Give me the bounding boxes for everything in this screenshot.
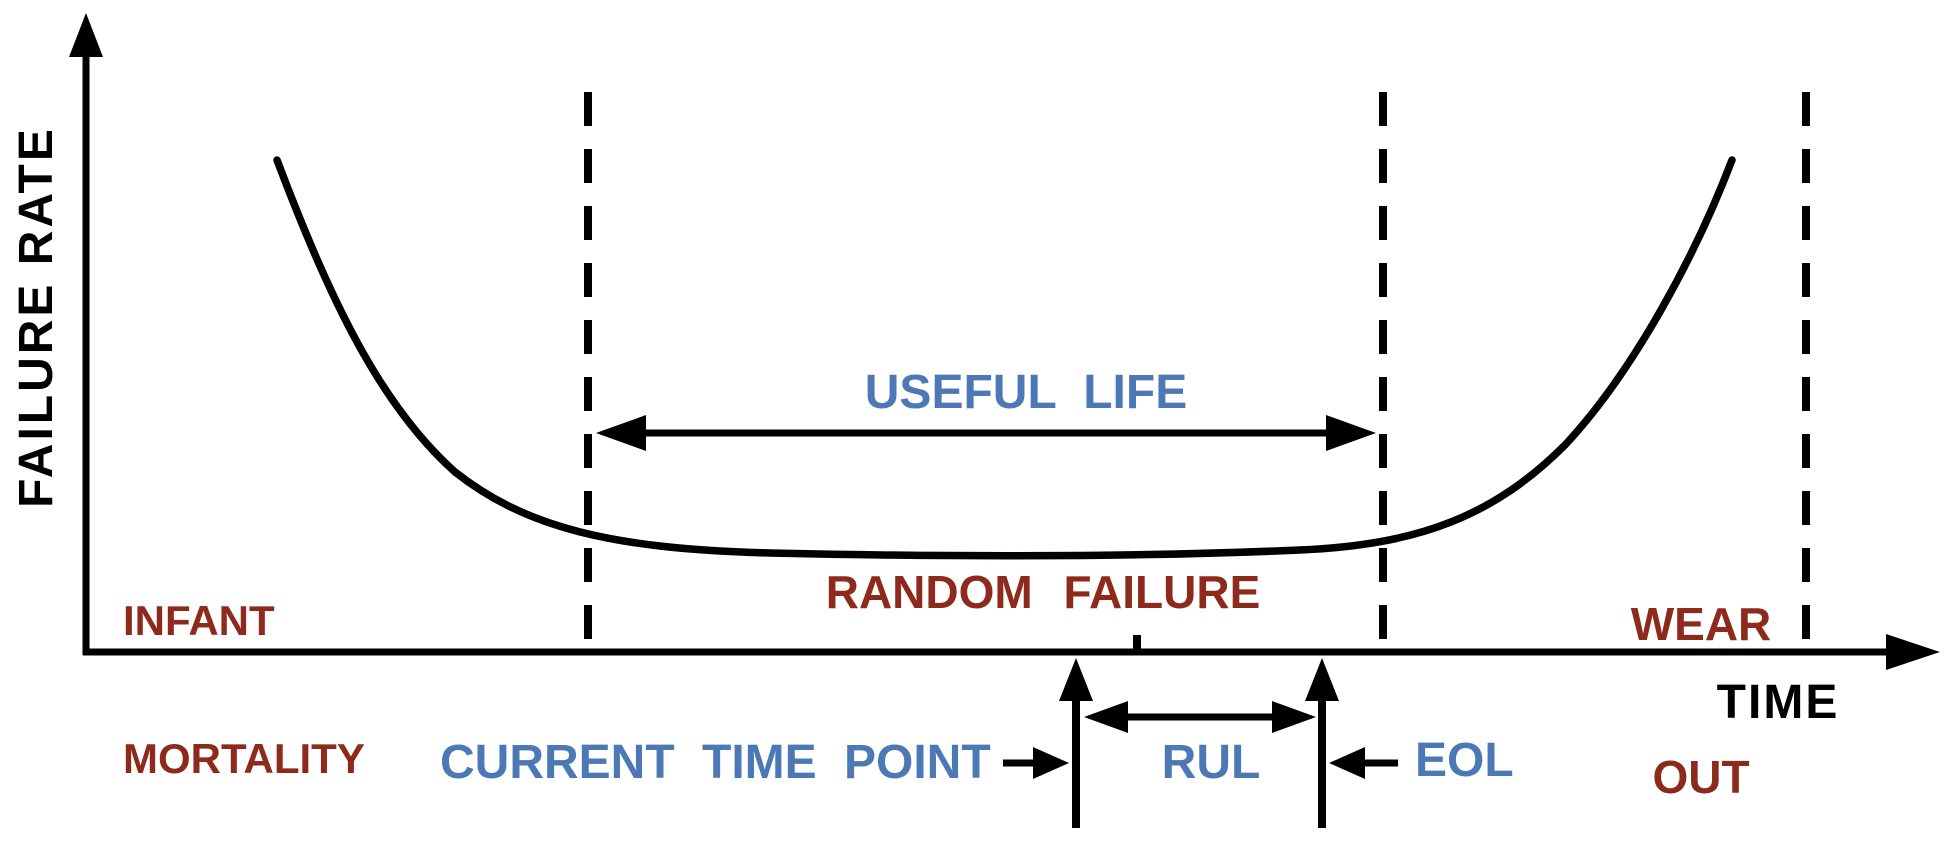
wear-out-line2: OUT <box>1652 751 1750 803</box>
eol-arrowhead-icon <box>1305 658 1339 701</box>
wear-out-phase-label: WEAR OUT <box>1601 497 1801 850</box>
rul-right-arrowhead-icon <box>1272 701 1316 733</box>
x-axis-label: TIME <box>1716 676 1840 729</box>
current-time-point-annotation: CURRENT TIME POINT <box>440 736 991 789</box>
useful-life-right-arrowhead-icon <box>1326 415 1376 451</box>
infant-mortality-phase-label: INFANT MORTALITY <box>123 506 365 850</box>
useful-life-left-arrowhead-icon <box>596 415 646 451</box>
rul-annotation: RUL <box>1161 736 1261 789</box>
infant-mortality-line2: MORTALITY <box>123 735 365 782</box>
x-axis-arrowhead-icon <box>1886 634 1940 670</box>
random-failure-phase-label: RANDOM FAILURE <box>825 566 1261 618</box>
rul-left-arrowhead-icon <box>1084 701 1128 733</box>
current-time-point-arrowhead-icon <box>1059 658 1093 701</box>
eol-pointer-arrowhead-icon <box>1329 747 1365 779</box>
useful-life-annotation: USEFUL LIFE <box>864 366 1188 419</box>
infant-mortality-line1: INFANT <box>123 597 275 644</box>
eol-annotation: EOL <box>1415 734 1514 787</box>
failure-rate-curve <box>273 156 1736 560</box>
wear-out-line1: WEAR <box>1630 598 1772 650</box>
y-axis-arrowhead-icon <box>69 13 103 57</box>
y-axis-label: FAILURE RATE <box>10 126 63 508</box>
current-time-point-pointer-arrowhead-icon <box>1033 747 1069 779</box>
